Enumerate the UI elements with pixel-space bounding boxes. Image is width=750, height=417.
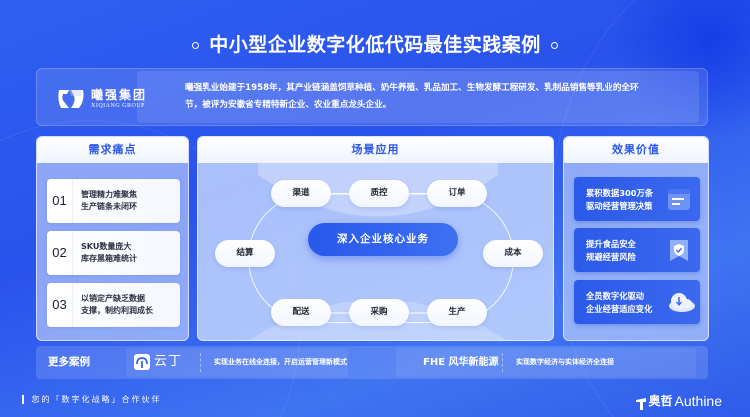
pain-point-line: SKU数量庞大 — [81, 242, 132, 251]
logo-name-en: XIQIANG GROUP — [91, 103, 145, 109]
xiqiang-logo-icon — [57, 86, 85, 112]
title-dot-right — [550, 42, 558, 49]
authine-logo-icon — [635, 395, 648, 410]
value-line: 驱动经营管理决策 — [586, 200, 653, 211]
scenario-node-channel: 渠道 — [271, 180, 331, 207]
case-box — [126, 348, 348, 377]
pain-point-line: 管理精力难聚焦 — [81, 190, 137, 199]
pain-point-number: 01 — [47, 179, 73, 223]
value-card: 全员数字化驱动 企业经营适应变化 — [574, 280, 700, 324]
value-card: 提升食品安全 规避经营风险 — [574, 228, 700, 272]
scenario-node-cost: 成本 — [483, 240, 543, 267]
pain-point-number: 02 — [47, 231, 73, 275]
slogan-bar — [22, 395, 24, 404]
values-title: 效果价值 — [564, 137, 708, 163]
core-business-pill: 深入企业核心业务 — [308, 223, 458, 256]
shield-check-icon — [666, 237, 692, 263]
case-fhe[interactable]: FHE 风华新能源 — [423, 357, 499, 368]
cloud-download-icon — [666, 289, 696, 315]
more-cases-bar: 更多案例 云丁 实现业务在线全连接，开启运营管理新模式 FHE 风华新能源 实现… — [36, 346, 708, 379]
value-card: 累积数据300万条 驱动经营管理决策 — [574, 177, 700, 221]
value-line: 规避经营风险 — [586, 251, 636, 262]
authine-brand: 奥哲 Authine — [635, 392, 722, 410]
scenario-node-production: 生产 — [427, 299, 487, 326]
case-description: 实现业务在线全连接，开启运营管理新模式 — [214, 358, 347, 366]
value-line: 累积数据300万条 — [586, 188, 654, 198]
pain-points-title: 需求痛点 — [37, 137, 188, 163]
pain-point-card: 03 以销定产缺乏数据 支撑，制约利润成长 — [47, 283, 180, 327]
values-panel: 效果价值 累积数据300万条 驱动经营管理决策 提升食品安全 规避经营风险 — [563, 136, 709, 341]
value-line: 全员数字化驱动 — [586, 291, 645, 301]
case-yunding[interactable]: 云丁 — [134, 354, 182, 370]
pain-point-line: 以销定产缺乏数据 — [81, 294, 145, 303]
value-line: 提升食品安全 — [586, 239, 636, 249]
slogan-text: 您的「数字化战略」合作伙伴 — [31, 395, 162, 404]
pain-point-number: 03 — [47, 283, 73, 327]
divider — [502, 353, 503, 372]
footer-slogan: 您的「数字化战略」合作伙伴 — [22, 394, 162, 405]
yunding-logo-icon — [134, 354, 150, 370]
scenario-node-delivery: 配送 — [271, 299, 331, 326]
pain-point-card: 01 管理精力难聚焦 生产链条未闭环 — [47, 179, 180, 223]
more-cases-label: 更多案例 — [48, 356, 90, 368]
title-dot-left — [192, 42, 200, 49]
pain-point-line: 生产链条未闭环 — [81, 202, 137, 211]
scenarios-panel: 场景应用 渠道 质控 订单 结算 成本 配送 采购 生产 深入企业核心业务 — [197, 136, 554, 341]
divider — [200, 353, 201, 372]
document-icon — [666, 186, 692, 212]
pain-point-line: 支撑，制约利润成长 — [81, 306, 153, 315]
brand-name-en: Authine — [674, 392, 722, 409]
pain-point-line: 库存黑箱难统计 — [81, 254, 137, 263]
scenario-node-procurement: 采购 — [349, 299, 409, 326]
company-intro: 曦强集团 XIQIANG GROUP 曦强乳业始建于1958年，其产业链涵盖饲草… — [36, 68, 708, 126]
case-box — [396, 348, 696, 377]
brand-name-cn: 奥哲 — [648, 394, 673, 408]
scenario-diagram: 渠道 质控 订单 结算 成本 配送 采购 生产 深入企业核心业务 — [198, 163, 553, 340]
pain-point-card: 02 SKU数量庞大 库存黑箱难统计 — [47, 231, 180, 275]
case-description: 实现数字经济与实体经济全连接 — [516, 358, 614, 366]
pain-points-panel: 需求痛点 01 管理精力难聚焦 生产链条未闭环 02 SKU数量庞大 库存黑箱难… — [36, 136, 189, 341]
company-description: 曦强乳业始建于1958年，其产业链涵盖饲草种植、奶牛养殖、乳品加工、生物发酵工程… — [185, 83, 639, 110]
scenario-node-settlement: 结算 — [215, 240, 275, 267]
company-logo: 曦强集团 XIQIANG GROUP — [57, 84, 167, 114]
page-title: 中小型企业数字化低代码最佳实践案例 — [0, 30, 750, 57]
scenarios-title: 场景应用 — [198, 137, 553, 163]
logo-name-cn: 曦强集团 — [91, 88, 148, 102]
scenario-node-order: 订单 — [427, 180, 487, 207]
value-line: 企业经营适应变化 — [586, 303, 653, 314]
page-title-text: 中小型企业数字化低代码最佳实践案例 — [209, 34, 541, 56]
scenario-node-quality-control: 质控 — [349, 180, 409, 207]
case-name: 云丁 — [154, 354, 183, 369]
intro-description-box — [137, 71, 699, 123]
background-glow — [610, 0, 750, 140]
